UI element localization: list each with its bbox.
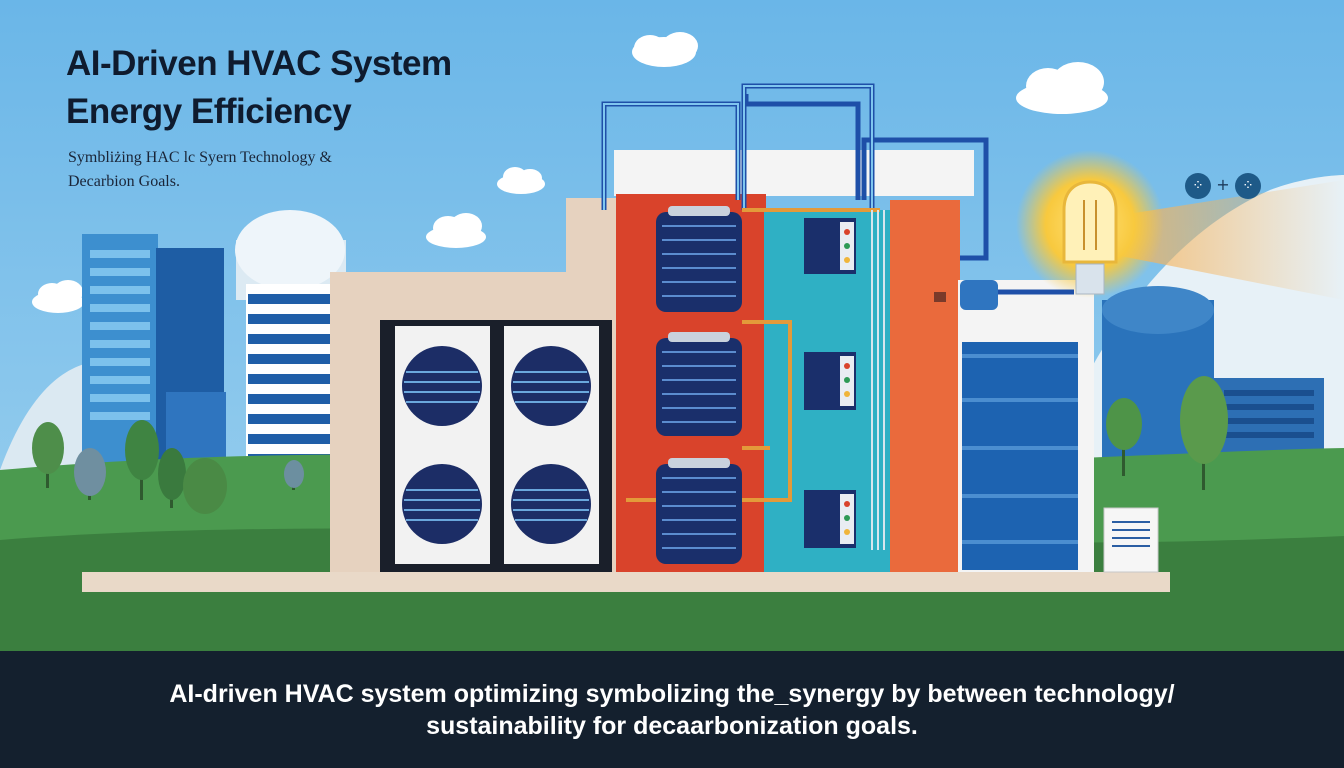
cable-connector <box>960 280 998 310</box>
tree <box>32 422 64 488</box>
page-subtitle: Symbliżing HAC lc Syern Technology & Dec… <box>68 146 448 194</box>
page-title: AI-Driven HVAC System Energy Efficiency <box>66 40 586 136</box>
caption-text: AI-driven HVAC system optimizing symboli… <box>40 678 1304 742</box>
garage-door <box>962 342 1078 570</box>
wall-ac-unit <box>1103 507 1159 573</box>
caption-line-2: sustainability for decaarbonization goal… <box>426 712 918 740</box>
ground-slab <box>82 572 1170 592</box>
vertical-pipes <box>871 210 885 550</box>
cloud <box>497 167 545 194</box>
tree <box>125 420 159 500</box>
condenser-unit <box>504 326 599 564</box>
caption-line-1: AI-driven HVAC system optimizing symboli… <box>169 680 1175 708</box>
copper-pipes <box>626 208 880 502</box>
light-bulb-icon <box>1062 180 1118 295</box>
roof-cap <box>614 150 974 196</box>
network-nodes-icon: ⁘ <box>1235 173 1261 199</box>
orange-duct <box>890 200 960 572</box>
subtitle-line-2: Decarbion Goals. <box>68 173 180 190</box>
right-building-dome <box>1102 286 1214 334</box>
tree <box>284 460 304 490</box>
title-line-2: Energy Efficiency <box>66 92 352 131</box>
compressor-unit <box>656 206 742 312</box>
dome <box>235 210 345 290</box>
control-panel <box>804 218 856 274</box>
cloud <box>632 32 698 67</box>
compressor-unit <box>656 332 742 436</box>
caption-bar <box>0 651 1344 768</box>
right-building-windows <box>1224 390 1314 438</box>
tower-windows <box>90 250 150 420</box>
tree <box>74 448 106 500</box>
title-line-1: AI-Driven HVAC System <box>66 44 452 83</box>
control-panel <box>804 490 856 548</box>
tree <box>183 458 227 514</box>
network-nodes-icon: ⁘ <box>1185 173 1211 199</box>
tree <box>1106 398 1142 476</box>
garage-door-slats <box>962 354 1078 544</box>
subtitle-line-1: Symbliżing HAC lc Syern Technology & <box>68 149 332 166</box>
control-panel <box>804 352 856 410</box>
blue-pipes <box>603 85 873 210</box>
cloud <box>1016 62 1108 114</box>
tree <box>1180 376 1228 490</box>
building-stripes <box>248 294 330 464</box>
condenser-unit <box>395 326 490 564</box>
plus-icon: + <box>1216 175 1230 194</box>
tree <box>158 448 186 508</box>
compressor-unit <box>656 458 742 564</box>
cloud <box>32 280 84 313</box>
cloud <box>426 213 486 248</box>
